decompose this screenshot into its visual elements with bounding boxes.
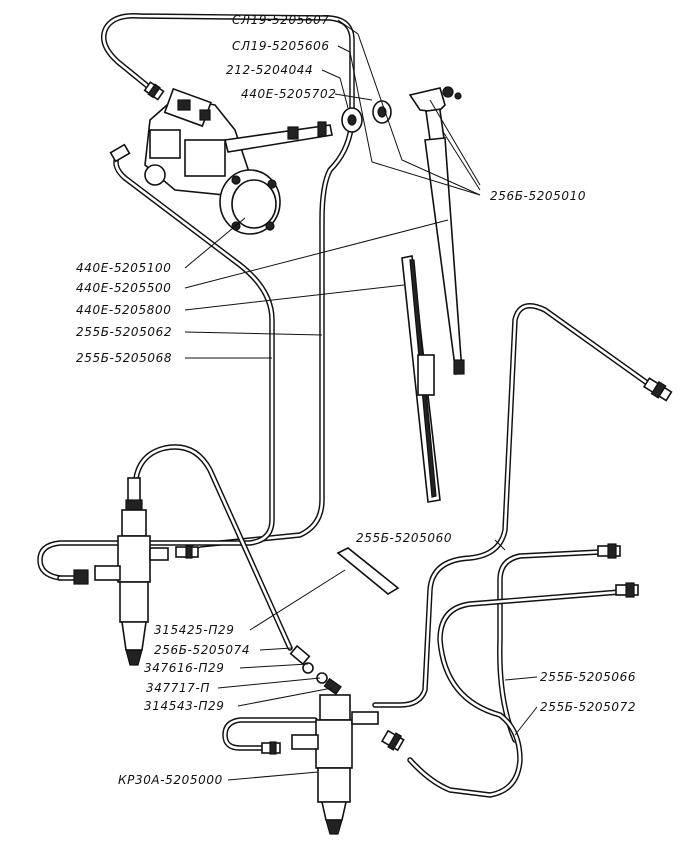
- label-255b-5205066: 255Б-5205066: [540, 670, 636, 684]
- label-sl19-5205606: СЛ19-5205606: [232, 39, 330, 53]
- label-255b-5205068: 255Б-5205068: [76, 351, 172, 365]
- fittings: [109, 81, 673, 755]
- label-314543-p29: 314543-П29: [144, 699, 224, 713]
- fitting-lower-left: [261, 741, 281, 755]
- tube-right-lower: [407, 589, 623, 798]
- motor-assembly: [144, 87, 333, 235]
- valve-lower: [291, 694, 379, 835]
- label-255b-5205072: 255Б-5205072: [540, 700, 636, 714]
- fitting-right-end: [642, 377, 673, 402]
- wiper-blade: [401, 255, 441, 503]
- label-347717-p: 347717-П: [146, 681, 210, 695]
- leader-lines: [184, 19, 538, 781]
- label-255b-5205062: 255Б-5205062: [76, 325, 172, 339]
- fitting-nut-1: [302, 662, 314, 674]
- label-440e-5205702: 440Е-5205702: [241, 87, 336, 101]
- label-255b-5205060: 255Б-5205060: [356, 531, 452, 545]
- label-256b-5205010: 256Б-5205010: [490, 189, 586, 203]
- fitting-right-upper: [597, 543, 621, 559]
- label-315425-p29: 315425-П29: [154, 623, 234, 637]
- fitting-at-motor: [109, 143, 131, 163]
- fitting-right-lower: [615, 582, 639, 598]
- fitting-nozzle: [380, 729, 405, 752]
- fitting-sleeve: [323, 677, 342, 695]
- label-440e-5205500: 440Е-5205500: [76, 281, 171, 295]
- label-kr30a-5205000: КР30А-5205000: [118, 773, 223, 787]
- tubes: [37, 13, 653, 798]
- fitting-top-left: [143, 81, 165, 101]
- label-440e-5205800: 440Е-5205800: [76, 303, 171, 317]
- label-440e-5205100: 440Е-5205100: [76, 261, 171, 275]
- label-347616-p29: 347616-П29: [144, 661, 224, 675]
- nut-washer-group: [341, 100, 392, 133]
- label-256b-5205074: 256Б-5205074: [154, 643, 250, 657]
- label-sl19-5205607: СЛ19-5205607: [232, 13, 330, 27]
- fitting-mid-left: [175, 545, 199, 559]
- flat-clip: [336, 547, 400, 595]
- fitting-clip: [289, 644, 311, 666]
- valve-upper: [73, 477, 169, 666]
- label-212-5204044: 212-5204044: [226, 63, 313, 77]
- labels: СЛ19-5205607 СЛ19-5205606 212-5204044 44…: [76, 13, 636, 787]
